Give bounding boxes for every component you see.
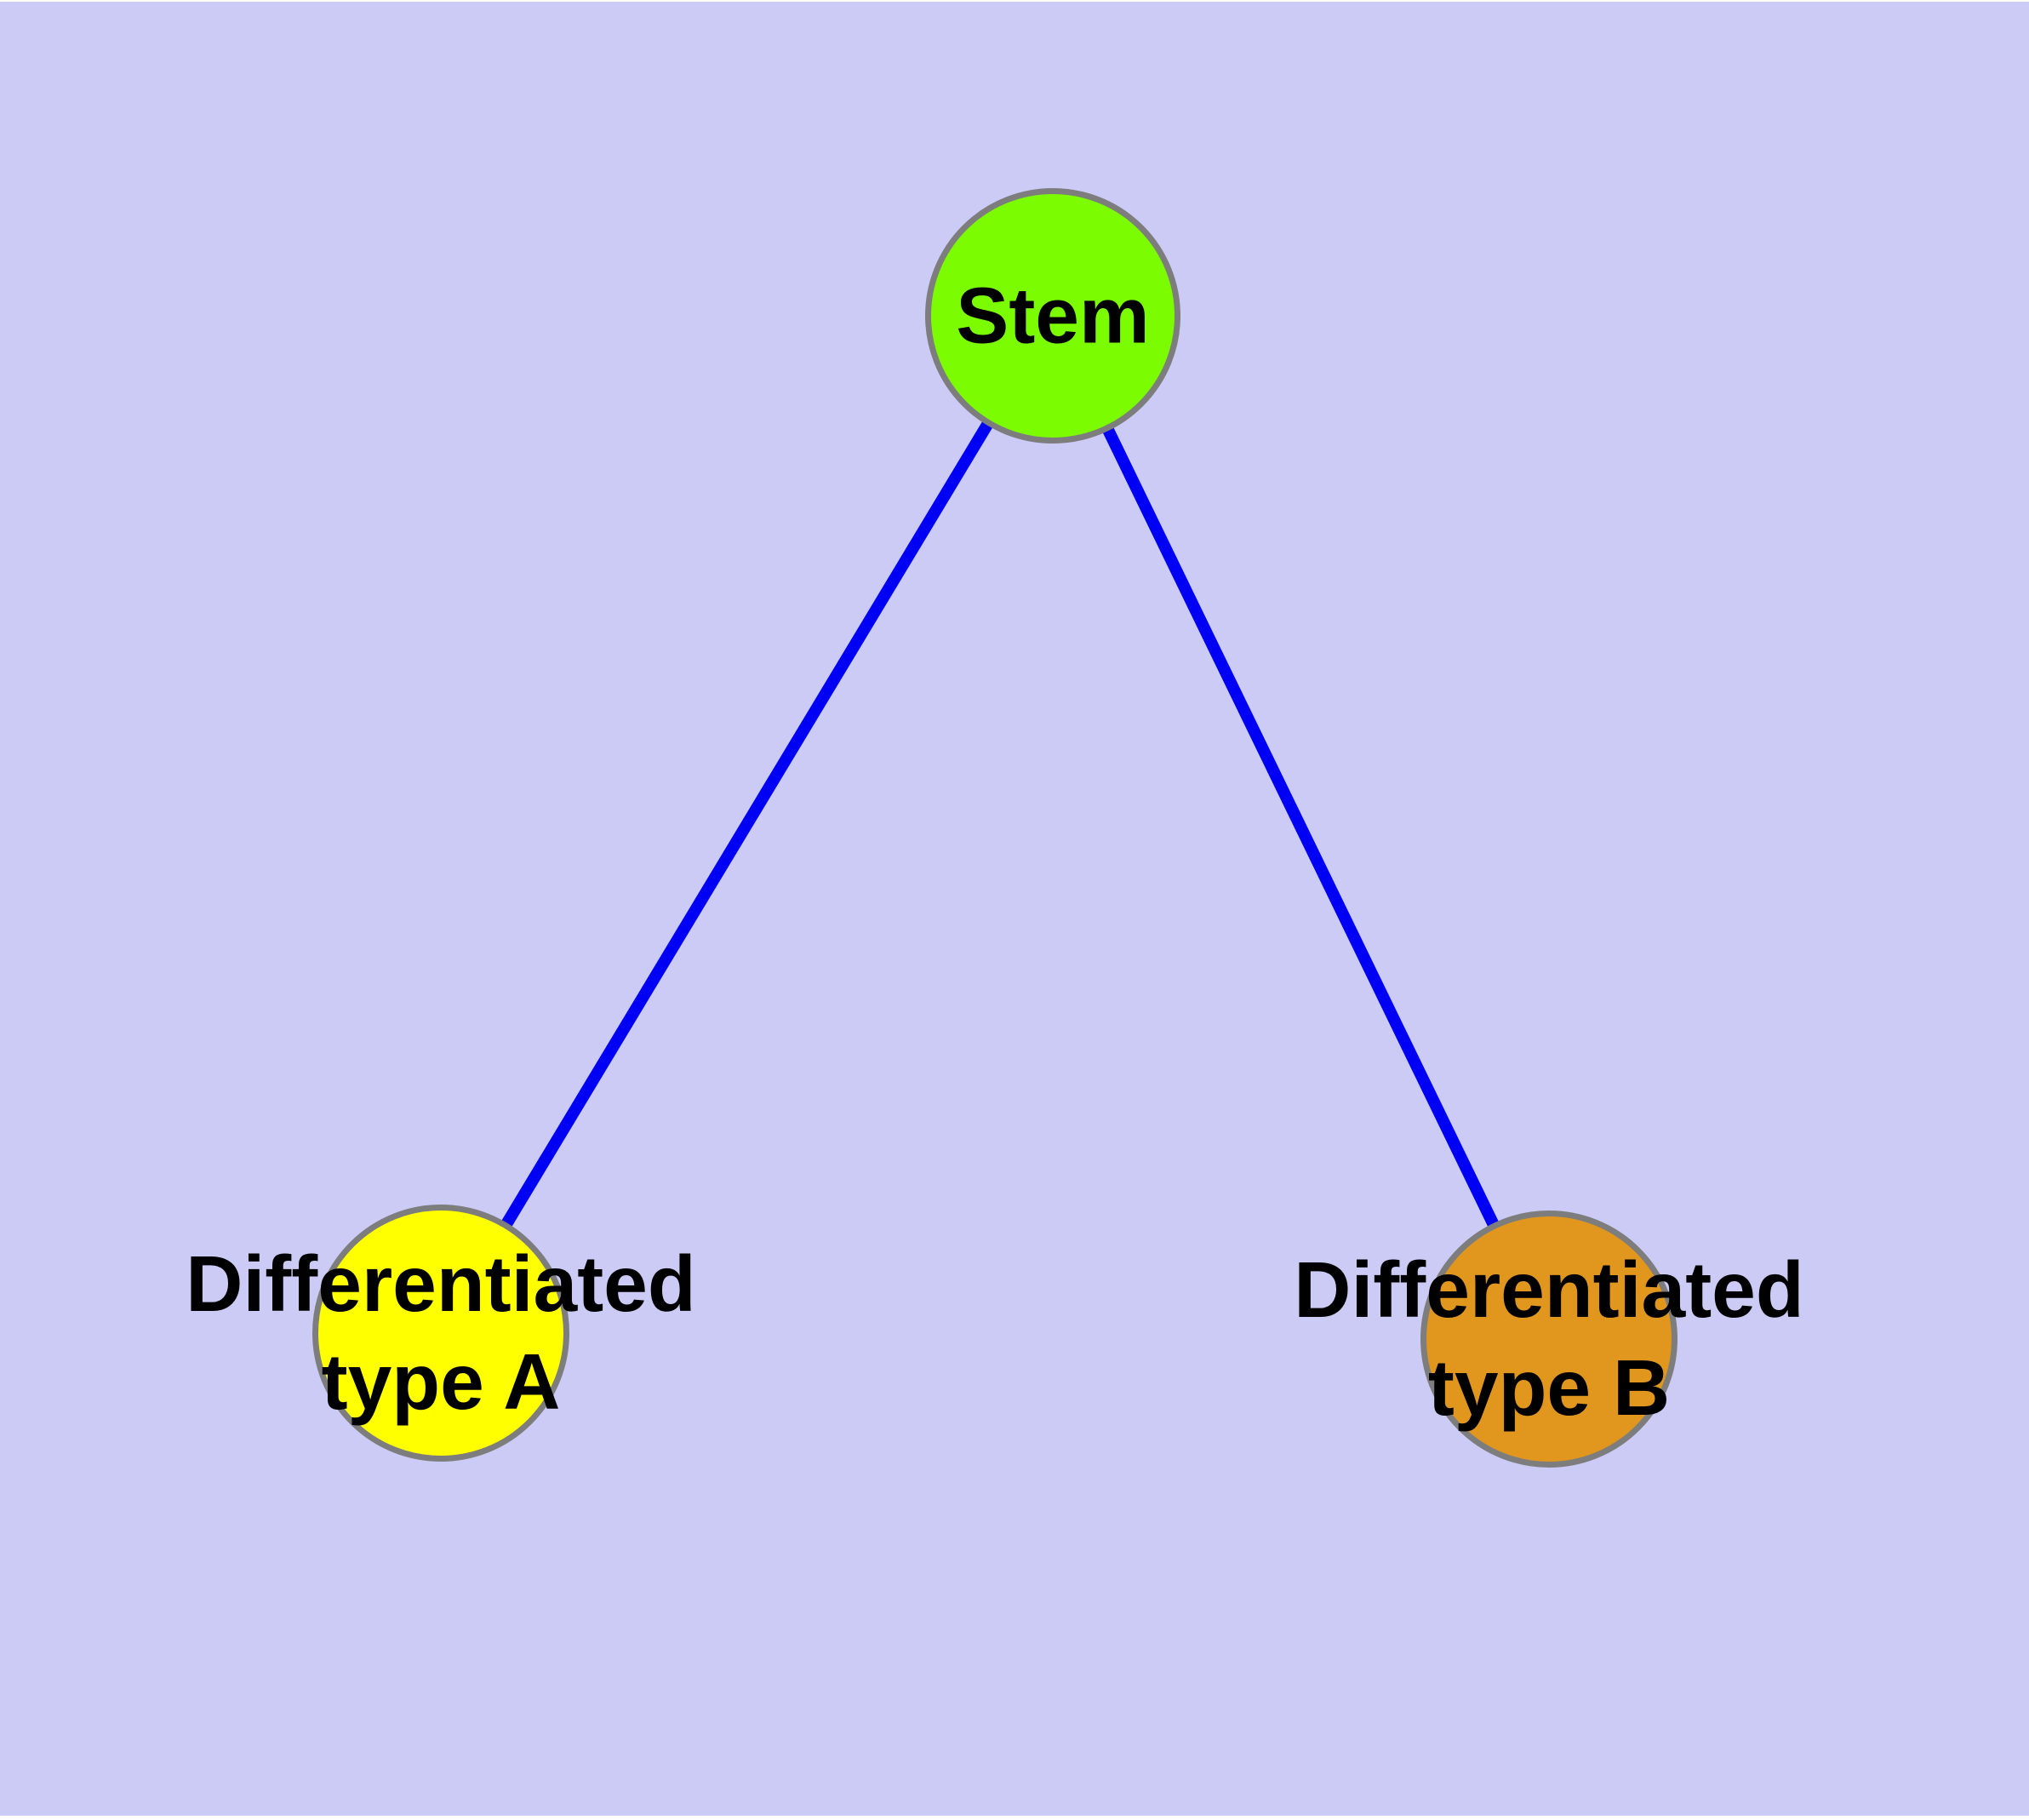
page-margin-top xyxy=(0,0,2029,2)
node-differentiated-type-a-circle xyxy=(312,1205,569,1462)
edge-stem-to-type-b xyxy=(1047,312,1555,1342)
node-stem-circle xyxy=(925,188,1180,444)
node-differentiated-type-b-circle xyxy=(1420,1210,1677,1468)
edge-stem-to-type-a xyxy=(436,312,1058,1336)
page-margin-bottom xyxy=(0,1816,2029,1820)
node-differentiated-type-b-label: Differentiated type B xyxy=(1294,1245,1804,1432)
node-differentiated-type-a-label: Differentiated type A xyxy=(186,1239,696,1426)
node-stem-label: Stem xyxy=(956,271,1150,360)
